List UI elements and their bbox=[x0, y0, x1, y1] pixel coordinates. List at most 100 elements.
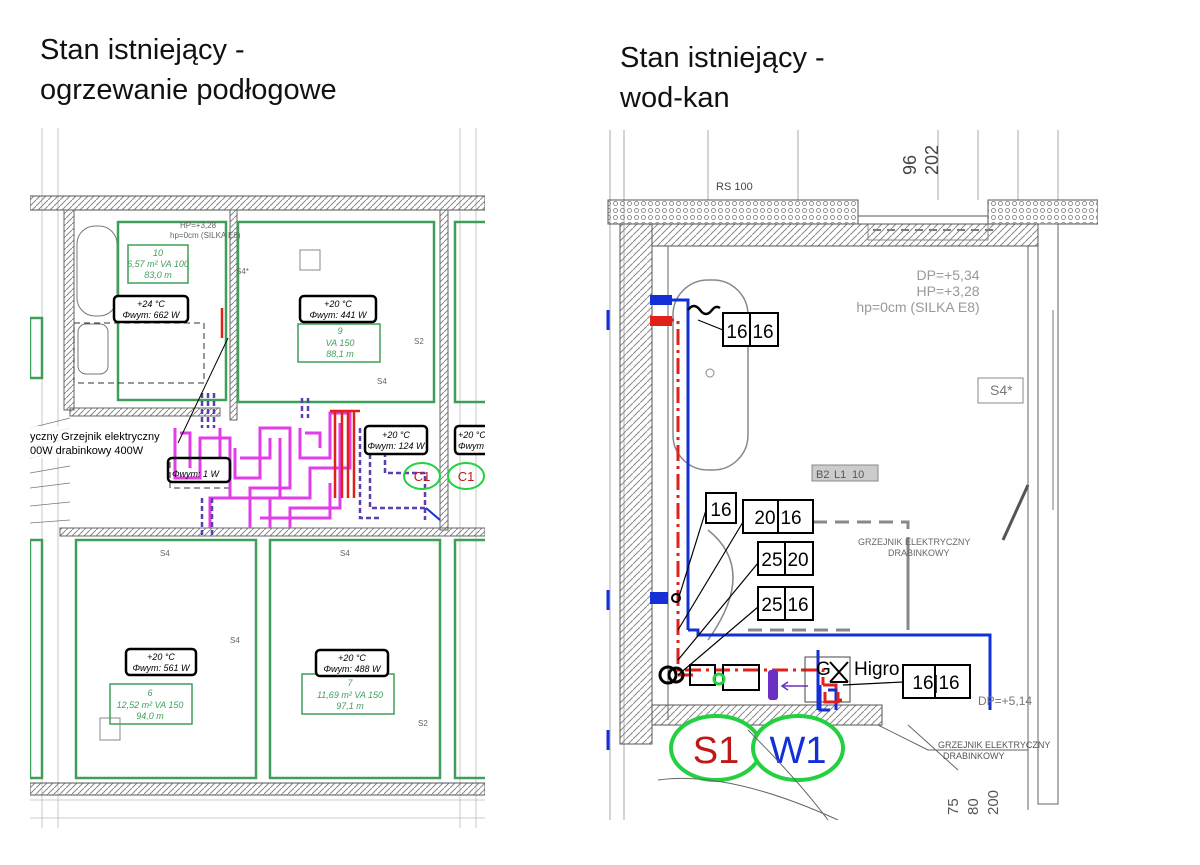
small-labels: HP=+3,28 hp=0cm (SILKA E8) S4* S2 S4 S4 … bbox=[160, 221, 428, 728]
higro-label: Higro bbox=[854, 659, 899, 680]
room-10-temp: +24 °C bbox=[137, 299, 165, 309]
bottom-heater-1: GRZEJNIK ELEKTRYCZNY bbox=[938, 740, 1050, 750]
higro-vent-icon bbox=[829, 661, 849, 683]
room-code-3: 10 bbox=[852, 469, 864, 481]
hp0-label: hp=0cm (SILKA E8) bbox=[170, 231, 241, 240]
hall-temp: +20 °C bbox=[382, 430, 410, 440]
room-code-2: L1 bbox=[834, 469, 846, 481]
fittings bbox=[650, 295, 851, 712]
bottom-wall bbox=[30, 782, 485, 796]
edge-temp: +20 °C bbox=[458, 430, 485, 440]
s-label-4: S4 bbox=[160, 549, 170, 558]
bottom-dim-80: 80 bbox=[965, 798, 982, 815]
room-10-number: 10 bbox=[153, 248, 163, 258]
room-9-area: VA 150 bbox=[326, 338, 355, 348]
left-wall bbox=[619, 223, 653, 745]
edge-power: Φwym bbox=[458, 441, 485, 451]
room-7-power: Φwym: 488 W bbox=[323, 664, 382, 674]
room-7-outline bbox=[268, 538, 442, 780]
room-10-area: 6,57 m² VA 100 bbox=[127, 259, 189, 269]
s1-marker: S1 bbox=[693, 730, 739, 772]
cold-water-riser bbox=[654, 298, 690, 630]
upper-wall bbox=[651, 223, 1039, 247]
room-code: B2 L1 10 bbox=[811, 464, 879, 482]
dim-96: 96 bbox=[900, 155, 920, 175]
room-9-power: Φwym: 441 W bbox=[309, 310, 368, 320]
left-title: Stan istniejący - ogrzewanie podłogowe bbox=[40, 30, 337, 110]
s-label-5: S4 bbox=[340, 549, 350, 558]
g-label: G bbox=[816, 659, 831, 680]
room-7-number: 7 bbox=[347, 678, 353, 688]
right-wall bbox=[439, 209, 449, 531]
dp-label: DP=+5,34 bbox=[916, 267, 979, 283]
bath-wall bbox=[69, 407, 221, 417]
w1-marker: W1 bbox=[770, 730, 827, 772]
bottom-dimensions: 75 80 200 bbox=[945, 790, 1002, 815]
bathtub bbox=[672, 279, 749, 471]
bottom-details bbox=[657, 724, 1028, 820]
bottom-dim-200: 200 bbox=[985, 790, 1002, 815]
room-6-number: 6 bbox=[147, 688, 152, 698]
partition-wall bbox=[229, 209, 238, 421]
chair-icon bbox=[299, 249, 321, 271]
supply-lines bbox=[200, 393, 427, 538]
washbasin bbox=[707, 529, 734, 641]
level-labels: DP=+5,34 HP=+3,28 hp=0cm (SILKA E8) bbox=[856, 267, 979, 315]
water-sewage-drawing: RS 100 96 202 S4* DP=+5,34 HP=+3,28 hp=0… bbox=[606, 130, 1098, 820]
right-title-line2: wod-kan bbox=[620, 82, 730, 114]
hp-label: HP=+3,28 bbox=[916, 283, 979, 299]
rs-label: RS 100 bbox=[716, 181, 753, 193]
room-labels: 10 6,57 m² VA 100 83,0 m 9 VA 150 88,1 m… bbox=[117, 248, 383, 721]
right-wall bbox=[1037, 223, 1059, 805]
bath-valve-red bbox=[650, 316, 672, 326]
floor-heating-drawing: 10 6,57 m² VA 100 83,0 m 9 VA 150 88,1 m… bbox=[30, 128, 485, 828]
heater-text-1: GRZEJNIK ELEKTRYCZNY bbox=[858, 537, 970, 547]
left-wall bbox=[63, 209, 75, 411]
room-outlines bbox=[30, 220, 485, 780]
pipe-size-20-16: 20|16 bbox=[754, 508, 801, 529]
s4-label: S4* bbox=[990, 382, 1013, 398]
heater-label-1: yczny Grzejnik elektryczny bbox=[30, 431, 160, 443]
room-10-pipe: 83,0 m bbox=[144, 270, 172, 280]
hp0-label: hp=0cm (SILKA E8) bbox=[856, 299, 979, 315]
room-9-pipe: 88,1 m bbox=[326, 349, 354, 359]
dp-bottom: DP=+5,14 bbox=[978, 694, 1032, 708]
right-title: Stan istniejący - wod-kan bbox=[620, 38, 825, 118]
hp-label: HP=+3,28 bbox=[180, 221, 217, 230]
dashed-lines bbox=[73, 322, 231, 489]
room-6-pipe: 94,0 m bbox=[136, 711, 164, 721]
s-label-3: S4 bbox=[377, 377, 387, 386]
top-wall bbox=[30, 195, 485, 211]
hall-power-2: Φwym: 1 W bbox=[172, 469, 221, 479]
water-sewage-plan: RS 100 96 202 S4* DP=+5,34 HP=+3,28 hp=0… bbox=[598, 130, 1098, 820]
pipe-size-16-16-top: 16|16 bbox=[726, 322, 773, 343]
top-wall-right bbox=[987, 199, 1098, 225]
sink-valve-blue bbox=[650, 592, 668, 604]
room-7-temp: +20 °C bbox=[338, 653, 366, 663]
top-dimension: 96 202 bbox=[900, 145, 942, 175]
right-title-line1: Stan istniejący - bbox=[620, 42, 825, 74]
pipe-size-boxes: 16|16 16 20|16 25|20 25|16 16|16 bbox=[705, 312, 971, 699]
top-wall-left bbox=[607, 199, 859, 225]
heating-pipes bbox=[173, 411, 352, 528]
s-label-1: S4* bbox=[236, 267, 249, 276]
purple-device bbox=[768, 670, 778, 700]
temperature-boxes: +24 °C Φwym: 662 W +20 °C Φwym: 441 W +2… bbox=[112, 294, 485, 678]
pipe-size-16-16-bottom: 16|16 bbox=[912, 673, 959, 694]
dashed-outline bbox=[748, 520, 910, 632]
left-title-line2: ogrzewanie podłogowe bbox=[40, 74, 337, 106]
c1-tag-1: C1 bbox=[414, 469, 431, 484]
room-9-outline bbox=[236, 220, 436, 404]
dim-202: 202 bbox=[922, 145, 942, 175]
room-6-temp: +20 °C bbox=[147, 652, 175, 662]
s4-box bbox=[977, 377, 1024, 404]
pipe-size-25-16: 25|16 bbox=[761, 595, 808, 616]
heater-leader bbox=[177, 337, 229, 444]
room-6-outline bbox=[74, 538, 258, 780]
room-10-power: Φwym: 662 W bbox=[122, 310, 181, 320]
leader-lines bbox=[677, 319, 904, 686]
left-title-line1: Stan istniejący - bbox=[40, 34, 245, 66]
toilet bbox=[77, 323, 109, 375]
room-9-number: 9 bbox=[337, 326, 342, 336]
mid-wall bbox=[59, 527, 485, 537]
